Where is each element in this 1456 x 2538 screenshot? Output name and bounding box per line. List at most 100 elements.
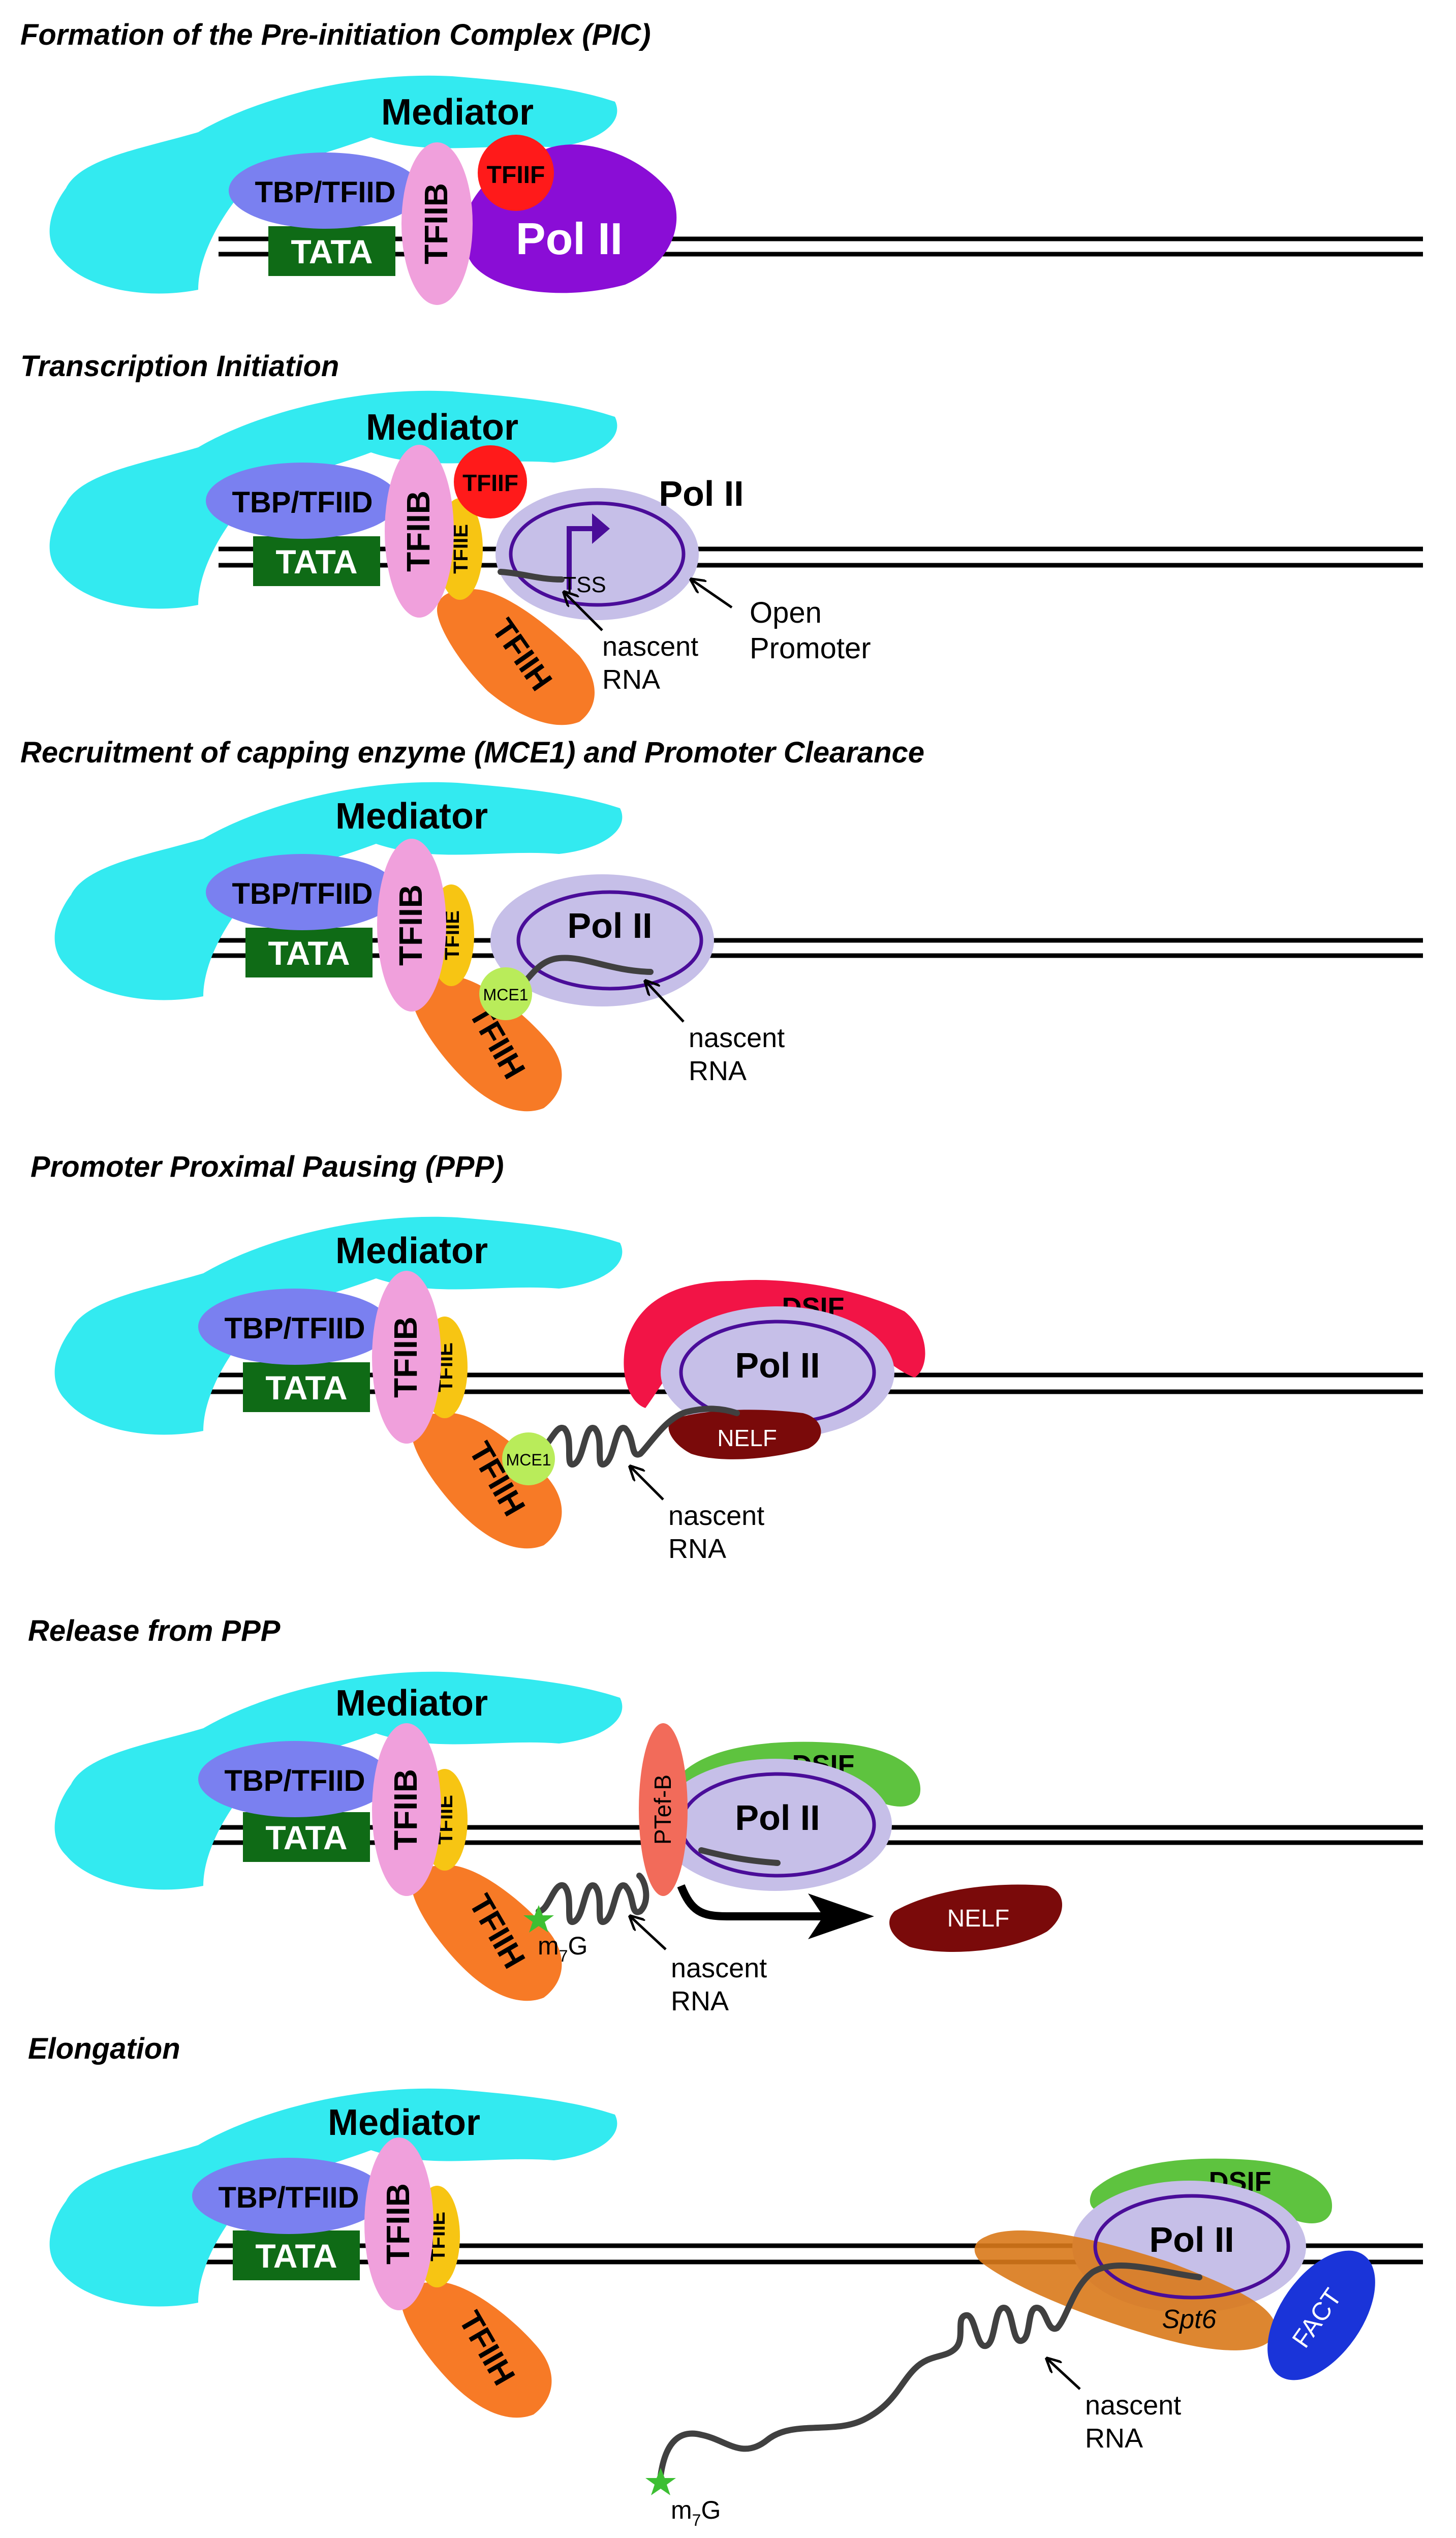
tata-box	[245, 928, 373, 977]
pol2-label: Pol II	[735, 1346, 820, 1385]
section-title: Release from PPP	[28, 1614, 281, 1647]
m7g-cap-star	[523, 1905, 554, 1933]
pol2-label: Pol II	[567, 906, 652, 945]
spt6	[974, 2230, 1276, 2350]
tata-box	[243, 1812, 370, 1862]
nascent-rna-pointer	[564, 592, 603, 631]
tss-arrowhead	[592, 513, 610, 544]
ptefb-label: PTef-B	[649, 1775, 676, 1845]
pol2-outline	[1093, 2194, 1290, 2300]
release-arrow	[677, 1884, 844, 1920]
tbp-tfiid-label: TBP/TFIID	[232, 486, 373, 519]
tata-box	[243, 1362, 370, 1412]
tfiif-label: TFIIF	[487, 162, 545, 189]
rna-label: RNA	[689, 1056, 747, 1086]
nascent-rna	[498, 569, 565, 583]
section-title: Elongation	[28, 2032, 180, 2065]
section-title: Promoter Proximal Pausing (PPP)	[30, 1150, 504, 1183]
tata-label: TATA	[291, 233, 373, 270]
mediator-label: Mediator	[335, 1683, 488, 1724]
tbp-tfiid	[206, 854, 399, 930]
nascent-label: nascent	[671, 1953, 767, 1983]
mce1	[479, 967, 532, 1020]
nascent-label: nascent	[602, 631, 698, 662]
pol2-label: Pol II	[735, 1798, 820, 1838]
pol2-label: Pol II	[1149, 2220, 1234, 2259]
tfiib-label: TFIIB	[380, 2183, 416, 2265]
mediator-label: Mediator	[335, 796, 488, 837]
nascent-rna-pointer	[1047, 2359, 1081, 2390]
tfiih	[401, 2282, 552, 2418]
nelf-label: NELF	[717, 1425, 777, 1451]
nelf	[668, 1410, 821, 1459]
tfiib	[401, 142, 473, 305]
nascent-rna-pointer	[645, 981, 685, 1023]
nascent-label: nascent	[1085, 2390, 1181, 2421]
section-clearance: Recruitment of capping enzyme (MCE1) and…	[20, 736, 1423, 1112]
tata-box	[268, 226, 395, 276]
pol2-label: Pol II	[659, 474, 744, 513]
nascent-label: nascent	[668, 1501, 764, 1531]
pol2-open	[661, 1306, 894, 1439]
section-pic: Formation of the Pre-initiation Complex …	[20, 18, 1423, 305]
tfiif	[478, 135, 554, 211]
tata-box	[233, 2230, 360, 2280]
open-label: Open	[750, 596, 822, 629]
tbp-tfiid	[198, 1289, 391, 1365]
pol2-open	[658, 1759, 892, 1891]
tfiib-label: TFIIB	[387, 1769, 424, 1850]
tata-label: TATA	[268, 934, 350, 972]
mce1	[502, 1432, 555, 1485]
tfiib-label: TFIIB	[400, 491, 437, 572]
tfiif-label: TFIIF	[462, 470, 518, 496]
m7g-label: m7G	[671, 2496, 721, 2529]
tata-label: TATA	[265, 1819, 347, 1856]
section-title: Recruitment of capping enzyme (MCE1) and…	[20, 736, 924, 769]
tfiib	[385, 445, 454, 618]
pol2-label: Pol II	[516, 213, 623, 264]
nascent-rna-pointer	[630, 1466, 664, 1501]
nascent-label: nascent	[689, 1023, 785, 1053]
mediator-label: Mediator	[335, 1231, 488, 1271]
pol2-outline	[509, 501, 686, 607]
section-release: Release from PPP Mediator TATA TBP/TFIID…	[28, 1614, 1423, 2016]
section-title: Transcription Initiation	[20, 350, 339, 383]
section-pausing: Promoter Proximal Pausing (PPP) Mediator…	[30, 1150, 1423, 1564]
m7g-label: m7G	[538, 1932, 587, 1965]
tata-label: TATA	[275, 543, 357, 580]
spt6-label: Spt6	[1162, 2305, 1217, 2334]
nascent-rna	[528, 1405, 740, 1468]
tbp-tfiid	[192, 2158, 385, 2234]
tbp-tfiid-label: TBP/TFIID	[224, 1764, 365, 1797]
mediator-label: Mediator	[366, 407, 518, 448]
tfiib	[372, 1723, 441, 1896]
tfiih	[412, 1413, 562, 1549]
dsif-red	[624, 1280, 925, 1408]
tata-box	[253, 536, 380, 586]
tfiib	[372, 1271, 441, 1444]
tbp-tfiid	[198, 1741, 391, 1817]
section-title: Formation of the Pre-initiation Complex …	[20, 18, 651, 51]
section-initiation: Transcription Initiation Mediator TATA T…	[20, 350, 1423, 725]
mediator-label: Mediator	[381, 92, 534, 133]
tss-arrow	[567, 526, 597, 590]
rna-label: RNA	[1085, 2423, 1143, 2454]
nascent-rna-pointer	[630, 1916, 667, 1950]
tbp-tfiid	[206, 463, 399, 539]
tbp-tfiid-label: TBP/TFIID	[218, 2181, 359, 2214]
open-promoter-pointer	[691, 579, 733, 609]
tfiib	[364, 2137, 433, 2310]
nascent-rna	[536, 1873, 649, 1925]
tss-label: TSS	[563, 572, 606, 597]
nelf-label: NELF	[947, 1905, 1010, 1932]
tfiib	[377, 839, 446, 1012]
pol2-open	[495, 488, 699, 620]
tfiih	[412, 975, 562, 1112]
nascent-rna-inner	[698, 1847, 781, 1866]
mce1-label: MCE1	[506, 1451, 551, 1469]
rna-label: RNA	[668, 1534, 726, 1564]
promoter-label: Promoter	[750, 632, 871, 665]
rna-label: RNA	[602, 664, 660, 695]
nelf	[889, 1884, 1062, 1952]
